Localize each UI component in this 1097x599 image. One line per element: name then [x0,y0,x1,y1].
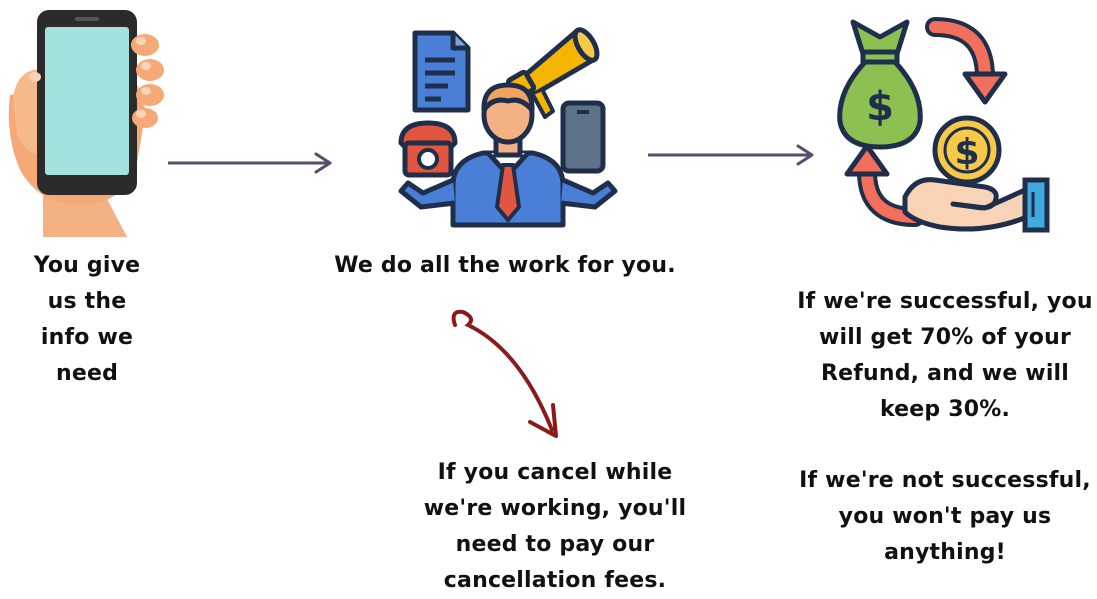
refund-arrow-icon [844,143,925,227]
svg-text:$: $ [866,84,894,130]
arrow-step1-to-step2 [168,152,332,174]
telephone-icon [398,120,458,178]
arrow-step2-to-step3 [648,144,814,166]
return-arrow-icon [925,17,1008,105]
document-icon [412,30,471,113]
mobile-phone-icon [560,100,606,174]
coin-icon: $ [932,115,1002,185]
step1-caption: You give us the info we need [33,253,141,386]
cancellation-caption: If you cancel while we're working, you'l… [423,460,687,593]
busy-worker-icon [393,15,623,230]
svg-text:$: $ [954,132,979,173]
step3-success-caption: If we're successful, you will get 70% of… [797,289,1093,422]
money-bag-icon: $ [837,19,923,150]
money-refund-icon: $ $ [835,12,1065,237]
open-hand-icon [902,177,1050,233]
cancel-arrow [451,309,558,438]
phone-in-hand-icon [5,5,165,237]
step3-failure-caption: If we're not successful, you won't pay u… [799,468,1091,565]
step2-caption: We do all the work for you. [334,253,676,278]
